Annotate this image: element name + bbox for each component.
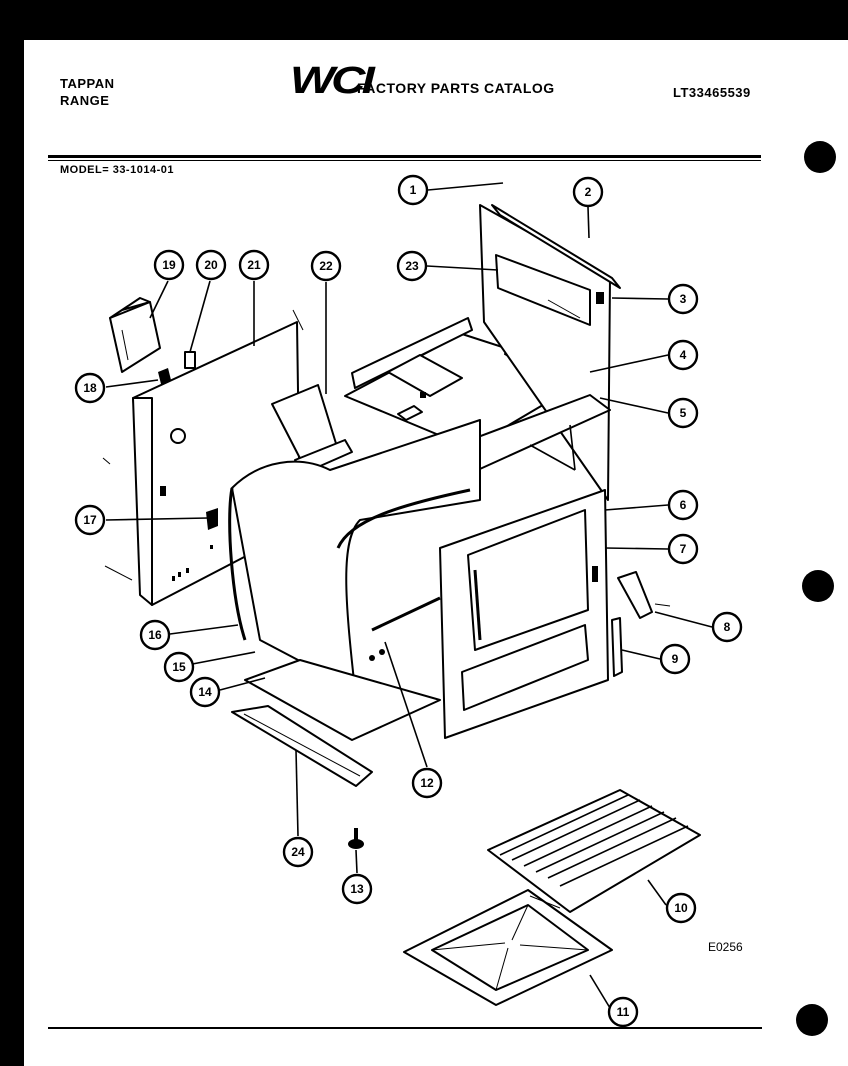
svg-text:21: 21 (247, 258, 261, 272)
header-rule (48, 155, 761, 158)
svg-text:3: 3 (680, 292, 687, 306)
callout-7: 7 (667, 533, 699, 565)
svg-text:24: 24 (291, 845, 305, 859)
svg-text:20: 20 (204, 258, 218, 272)
leader-lines (105, 182, 713, 1009)
footer-rule (48, 1027, 762, 1029)
svg-text:8: 8 (724, 620, 731, 634)
part-12-rod (369, 596, 441, 661)
catalog-title: FACTORY PARTS CATALOG (357, 80, 555, 96)
brand-line-2: RANGE (60, 93, 110, 108)
callout-22: 22 (310, 250, 342, 282)
callout-4: 4 (667, 339, 699, 371)
part-11-broiler-pan (403, 889, 613, 1006)
callout-18: 18 (74, 372, 106, 404)
svg-text:23: 23 (405, 259, 419, 273)
svg-text:15: 15 (172, 660, 186, 674)
callout-3: 3 (667, 283, 699, 315)
callout-11: 11 (607, 996, 639, 1028)
svg-text:12: 12 (420, 776, 434, 790)
part-10-oven-rack (487, 789, 701, 913)
svg-text:10: 10 (674, 901, 688, 915)
callout-17: 17 (74, 504, 106, 536)
svg-text:22: 22 (319, 259, 333, 273)
callout-13: 13 (341, 873, 373, 905)
svg-text:11: 11 (617, 1005, 630, 1019)
callout-9: 9 (659, 643, 691, 675)
svg-text:5: 5 (680, 406, 687, 420)
callout-1: 1 (397, 174, 429, 206)
binder-hole-bottom (796, 1004, 828, 1036)
svg-text:9: 9 (672, 652, 679, 666)
callout-19: 19 (153, 249, 185, 281)
svg-text:17: 17 (83, 513, 97, 527)
svg-text:13: 13 (350, 882, 364, 896)
part-17-bracket (206, 508, 218, 530)
callout-6: 6 (667, 489, 699, 521)
binder-hole-middle (802, 570, 834, 602)
part-8-hinge (617, 571, 671, 619)
brand-line-1: TAPPAN (60, 76, 115, 91)
svg-text:4: 4 (680, 348, 687, 362)
wci-logo: WCI (290, 60, 375, 102)
callout-15: 15 (163, 651, 195, 683)
callout-5: 5 (667, 397, 699, 429)
callout-16: 16 (139, 619, 171, 651)
part-16-oven-wrapper (228, 419, 481, 691)
callout-21: 21 (238, 249, 270, 281)
svg-text:14: 14 (198, 685, 212, 699)
callout-24: 24 (282, 836, 314, 868)
header-rule-thin (48, 160, 761, 161)
model-line: MODEL= 33-1014-01 (60, 164, 174, 176)
svg-text:16: 16 (148, 628, 162, 642)
part-24-trim-strip (231, 705, 373, 787)
callout-10: 10 (665, 892, 697, 924)
figure-code: E0256 (708, 940, 743, 954)
model-number: LT33465539 (673, 85, 751, 100)
svg-text:6: 6 (680, 498, 687, 512)
svg-text:19: 19 (162, 258, 176, 272)
callout-14: 14 (189, 676, 221, 708)
callout-12: 12 (411, 767, 443, 799)
part-14-bottom-panel (244, 659, 441, 741)
svg-text:18: 18 (83, 381, 97, 395)
part-7-front-frame (439, 489, 609, 739)
part-19-bracket (109, 297, 161, 373)
part-3-back-panel (479, 204, 621, 501)
callout-8: 8 (711, 611, 743, 643)
callout-2: 2 (572, 176, 604, 208)
callout-20: 20 (195, 249, 227, 281)
part-13-leveling-leg (348, 828, 364, 849)
part-9-hinge (611, 617, 623, 677)
svg-text:2: 2 (585, 185, 592, 199)
svg-text:1: 1 (410, 183, 417, 197)
callout-23: 23 (396, 250, 428, 282)
svg-text:7: 7 (680, 542, 687, 556)
part-20-clip (184, 351, 196, 369)
binder-hole-top (804, 141, 836, 173)
